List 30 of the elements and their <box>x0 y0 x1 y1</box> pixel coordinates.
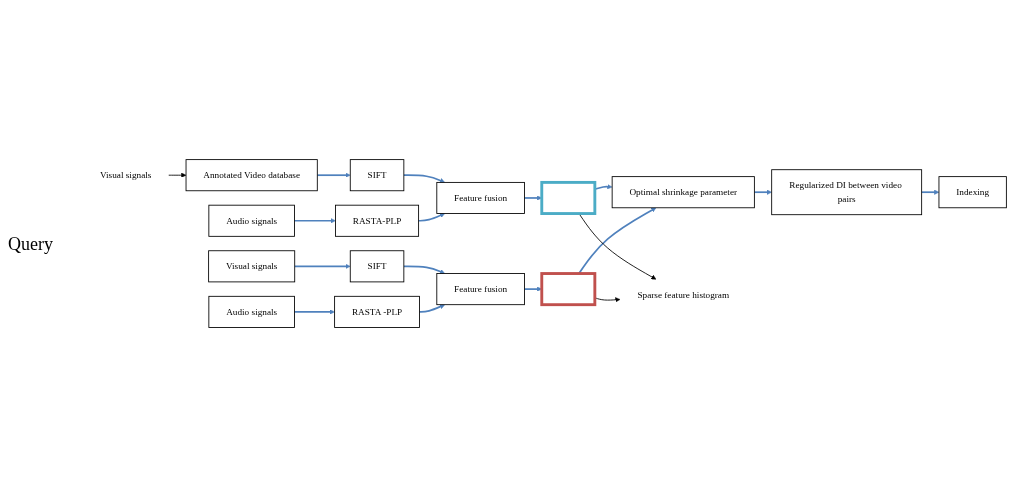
node-box: Audio signals <box>208 296 295 329</box>
node-text: Sparse feature histogram <box>637 290 730 300</box>
node-box: Feature fusion <box>436 273 525 306</box>
node-box <box>540 272 597 307</box>
arrow <box>523 287 542 293</box>
node-box: Visual signals <box>208 250 296 283</box>
arrow <box>920 190 940 196</box>
arrow <box>316 173 351 179</box>
node-box: RASTA -PLP <box>334 296 420 329</box>
node-box: Annotated Video database <box>185 159 318 192</box>
arrow <box>753 190 772 196</box>
node-text: Visual signals <box>99 170 152 181</box>
arrow <box>293 218 336 224</box>
node-box: SIFT <box>349 159 405 192</box>
node-box: RASTA-PLP <box>335 205 420 238</box>
node-box: Feature fusion <box>436 182 525 215</box>
node-box: Optimal shrinkage parameter <box>611 176 755 209</box>
arrow <box>417 213 445 223</box>
arrow <box>293 309 335 315</box>
arrow <box>523 195 542 201</box>
arrow <box>418 304 445 314</box>
arrow <box>403 265 445 275</box>
node-box: Regularized DI between video pairs <box>771 169 923 216</box>
node-box: SIFT <box>349 250 405 283</box>
node-box: Audio signals <box>208 205 295 238</box>
group-label: Query <box>8 233 54 255</box>
node-box <box>540 181 597 216</box>
arrow <box>293 264 351 270</box>
node-box: Indexing <box>938 176 1007 209</box>
arrow <box>403 174 445 184</box>
